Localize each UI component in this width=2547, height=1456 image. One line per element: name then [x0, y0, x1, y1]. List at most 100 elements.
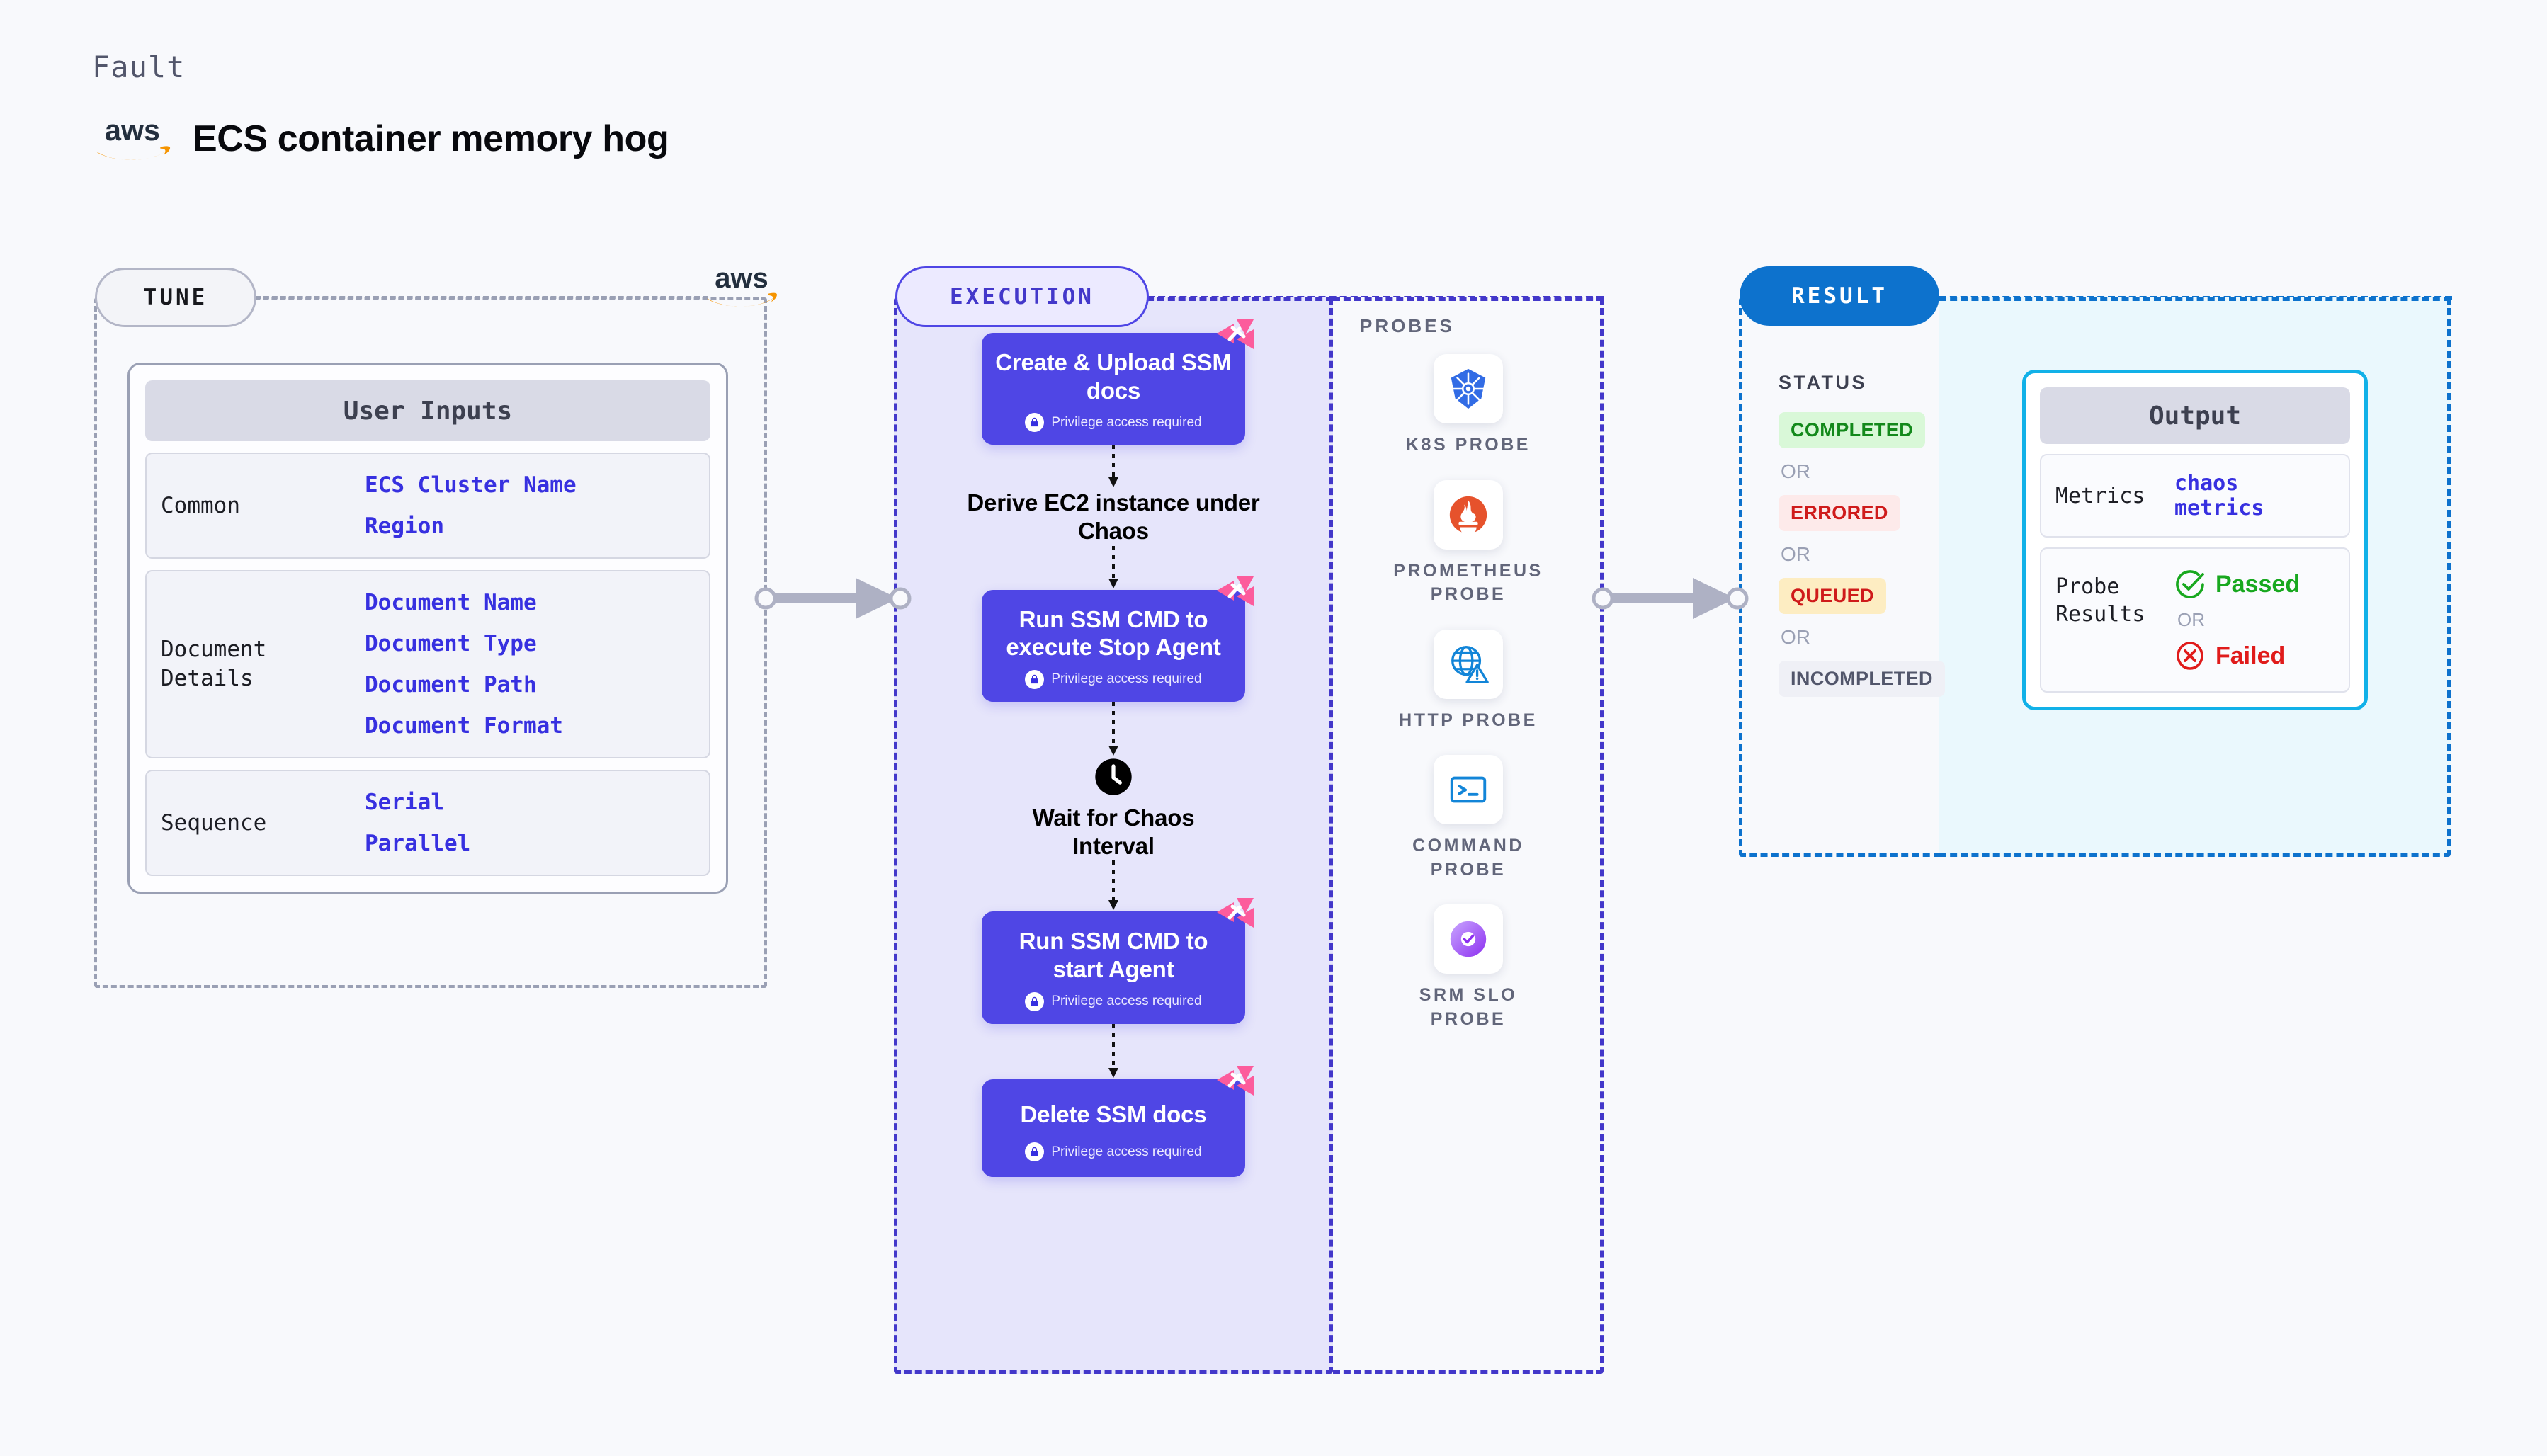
- metrics-value[interactable]: chaos metrics: [2174, 471, 2264, 521]
- flow-arrow: [1108, 860, 1118, 911]
- input-value[interactable]: Document Format: [365, 713, 563, 739]
- flow-arrow: [1108, 701, 1118, 757]
- page-title-row: aws ECS container memory hog: [91, 112, 669, 166]
- flow-node-privilege-note: Privilege access required: [994, 1142, 1232, 1162]
- flow-step-title: Wait for Chaos Interval: [1032, 804, 1195, 860]
- input-value[interactable]: Document Name: [365, 590, 537, 615]
- probe-item-srm-slo[interactable]: SRM SLO PROBE: [1383, 904, 1553, 1031]
- lock-icon: [1025, 991, 1045, 1011]
- input-section-label: Sequence: [161, 809, 267, 836]
- probe-result-failed-label: Failed: [2216, 642, 2286, 669]
- probe-label: SRM SLO PROBE: [1419, 985, 1518, 1029]
- terminal-icon: [1434, 755, 1503, 824]
- flow-node-privilege-note: Privilege access required: [994, 669, 1232, 689]
- input-section-document-details: Document Details Document Name Document …: [145, 570, 710, 758]
- probe-results-label: Probe Results: [2055, 574, 2145, 627]
- probe-item-k8s[interactable]: K8S PROBE: [1383, 354, 1553, 457]
- probe-item-http[interactable]: HTTP PROBE: [1383, 629, 1553, 733]
- input-values: Document Name Document Type Document Pat…: [365, 590, 563, 739]
- user-inputs-title: User Inputs: [145, 380, 710, 441]
- input-value[interactable]: Document Path: [365, 672, 537, 698]
- execution-panel: [894, 297, 1333, 1374]
- result-status-panel: [1739, 297, 1941, 857]
- litmus-flag-icon: [1217, 576, 1254, 606]
- probe-label: COMMAND PROBE: [1412, 836, 1524, 880]
- probe-item-command[interactable]: COMMAND PROBE: [1383, 755, 1553, 882]
- privilege-note-text: Privilege access required: [1051, 994, 1202, 1009]
- lock-icon: [1025, 669, 1045, 689]
- litmus-flag-icon: [1217, 319, 1254, 349]
- http-globe-warning-icon: [1434, 629, 1503, 699]
- probes-panel: [1333, 297, 1604, 1374]
- probe-result-passed: Passed: [2174, 569, 2300, 600]
- input-section-label: Document Details: [161, 637, 267, 691]
- tune-panel: [94, 297, 767, 988]
- check-circle-icon: [2176, 570, 2204, 598]
- probe-label: PROMETHEUS PROBE: [1393, 560, 1543, 605]
- litmus-flag-icon: [1217, 1065, 1254, 1096]
- input-value[interactable]: Parallel: [365, 831, 471, 856]
- input-values: ECS Cluster Name Region: [365, 472, 577, 539]
- flow-node-create-upload-ssm-docs[interactable]: Create & Upload SSM docs Privilege acces…: [982, 319, 1254, 445]
- flow-node-title: Create & Upload SSM docs: [995, 349, 1232, 404]
- page-eyebrow: Fault: [92, 50, 186, 84]
- probe-result-failed: Failed: [2174, 640, 2300, 671]
- status-badge-incompleted: INCOMPLETED: [1779, 661, 1945, 697]
- input-value[interactable]: Document Type: [365, 631, 537, 656]
- flow-step-wait-for-chaos-interval: Wait for Chaos Interval: [993, 757, 1234, 861]
- connector-tune-to-execution: [754, 567, 912, 630]
- status-or-label: OR: [1781, 460, 1810, 482]
- probe-list: K8S PROBE PROMETHEUS PROBE: [1333, 354, 1604, 1031]
- litmus-flag-icon: [1217, 898, 1254, 928]
- status-badge-errored: ERRORED: [1779, 495, 1900, 531]
- lock-icon: [1025, 413, 1045, 433]
- flow-arrow: [1108, 445, 1118, 489]
- flow-node-title: Delete SSM docs: [1020, 1100, 1207, 1127]
- input-value[interactable]: ECS Cluster Name: [365, 472, 577, 498]
- result-badge[interactable]: RESULT: [1740, 266, 1939, 326]
- srm-slo-icon: [1434, 904, 1503, 974]
- privilege-note-text: Privilege access required: [1051, 671, 1202, 687]
- probe-label: HTTP PROBE: [1399, 710, 1538, 730]
- output-card: Output Metrics chaos metrics Probe Resul…: [2022, 370, 2368, 710]
- lock-icon: [1025, 1142, 1045, 1162]
- probe-item-prometheus[interactable]: PROMETHEUS PROBE: [1383, 479, 1553, 607]
- input-section-label: Common: [161, 492, 240, 518]
- user-inputs-card: User Inputs Common ECS Cluster Name Regi…: [127, 363, 728, 894]
- aws-logo-icon: aws: [96, 114, 171, 161]
- status-badge-completed: COMPLETED: [1779, 412, 1926, 448]
- probe-label: K8S PROBE: [1406, 435, 1531, 455]
- input-values: Serial Parallel: [365, 790, 470, 856]
- flow-node-delete-ssm-docs[interactable]: Delete SSM docs Privilege access require…: [982, 1065, 1254, 1178]
- clock-icon: [1095, 758, 1132, 795]
- output-title: Output: [2040, 387, 2350, 444]
- status-badge-queued: QUEUED: [1779, 578, 1886, 614]
- tune-badge[interactable]: TUNE: [95, 268, 256, 327]
- svg-text:aws: aws: [715, 263, 768, 294]
- status-list: COMPLETED OR ERRORED OR QUEUED OR INCOMP…: [1779, 412, 1945, 697]
- status-title: STATUS: [1779, 372, 1867, 393]
- flow-node-run-ssm-cmd-start-agent[interactable]: Run SSM CMD to start Agent Privilege acc…: [982, 898, 1254, 1024]
- flow-step-derive-ec2-instance: Derive EC2 instance under Chaos: [965, 489, 1262, 546]
- flow-node-run-ssm-cmd-stop-agent[interactable]: Run SSM CMD to execute Stop Agent Privil…: [982, 576, 1254, 702]
- execution-flow: Create & Upload SSM docs Privilege acces…: [894, 319, 1333, 1178]
- probe-result-passed-label: Passed: [2216, 570, 2301, 598]
- probe-result-or-label: OR: [2177, 609, 2205, 630]
- status-or-label: OR: [1781, 543, 1810, 565]
- output-section-probe-results: Probe Results Passed OR Faile: [2040, 547, 2350, 693]
- aws-brand-icon: aws: [707, 263, 777, 307]
- flow-arrow: [1108, 1023, 1118, 1079]
- svg-text:aws: aws: [105, 114, 160, 147]
- flow-step-title: Derive EC2 instance under Chaos: [967, 489, 1260, 545]
- prometheus-icon: [1434, 479, 1503, 550]
- input-value[interactable]: Serial: [365, 790, 444, 815]
- input-value[interactable]: Region: [365, 513, 444, 539]
- status-or-label: OR: [1781, 626, 1810, 648]
- output-section-metrics: Metrics chaos metrics: [2040, 454, 2350, 538]
- flow-node-privilege-note: Privilege access required: [994, 413, 1232, 433]
- execution-badge[interactable]: EXECUTION: [895, 266, 1149, 327]
- probes-title: PROBES: [1360, 315, 1455, 336]
- input-section-sequence: Sequence Serial Parallel: [145, 770, 710, 876]
- privilege-note-text: Privilege access required: [1051, 414, 1202, 430]
